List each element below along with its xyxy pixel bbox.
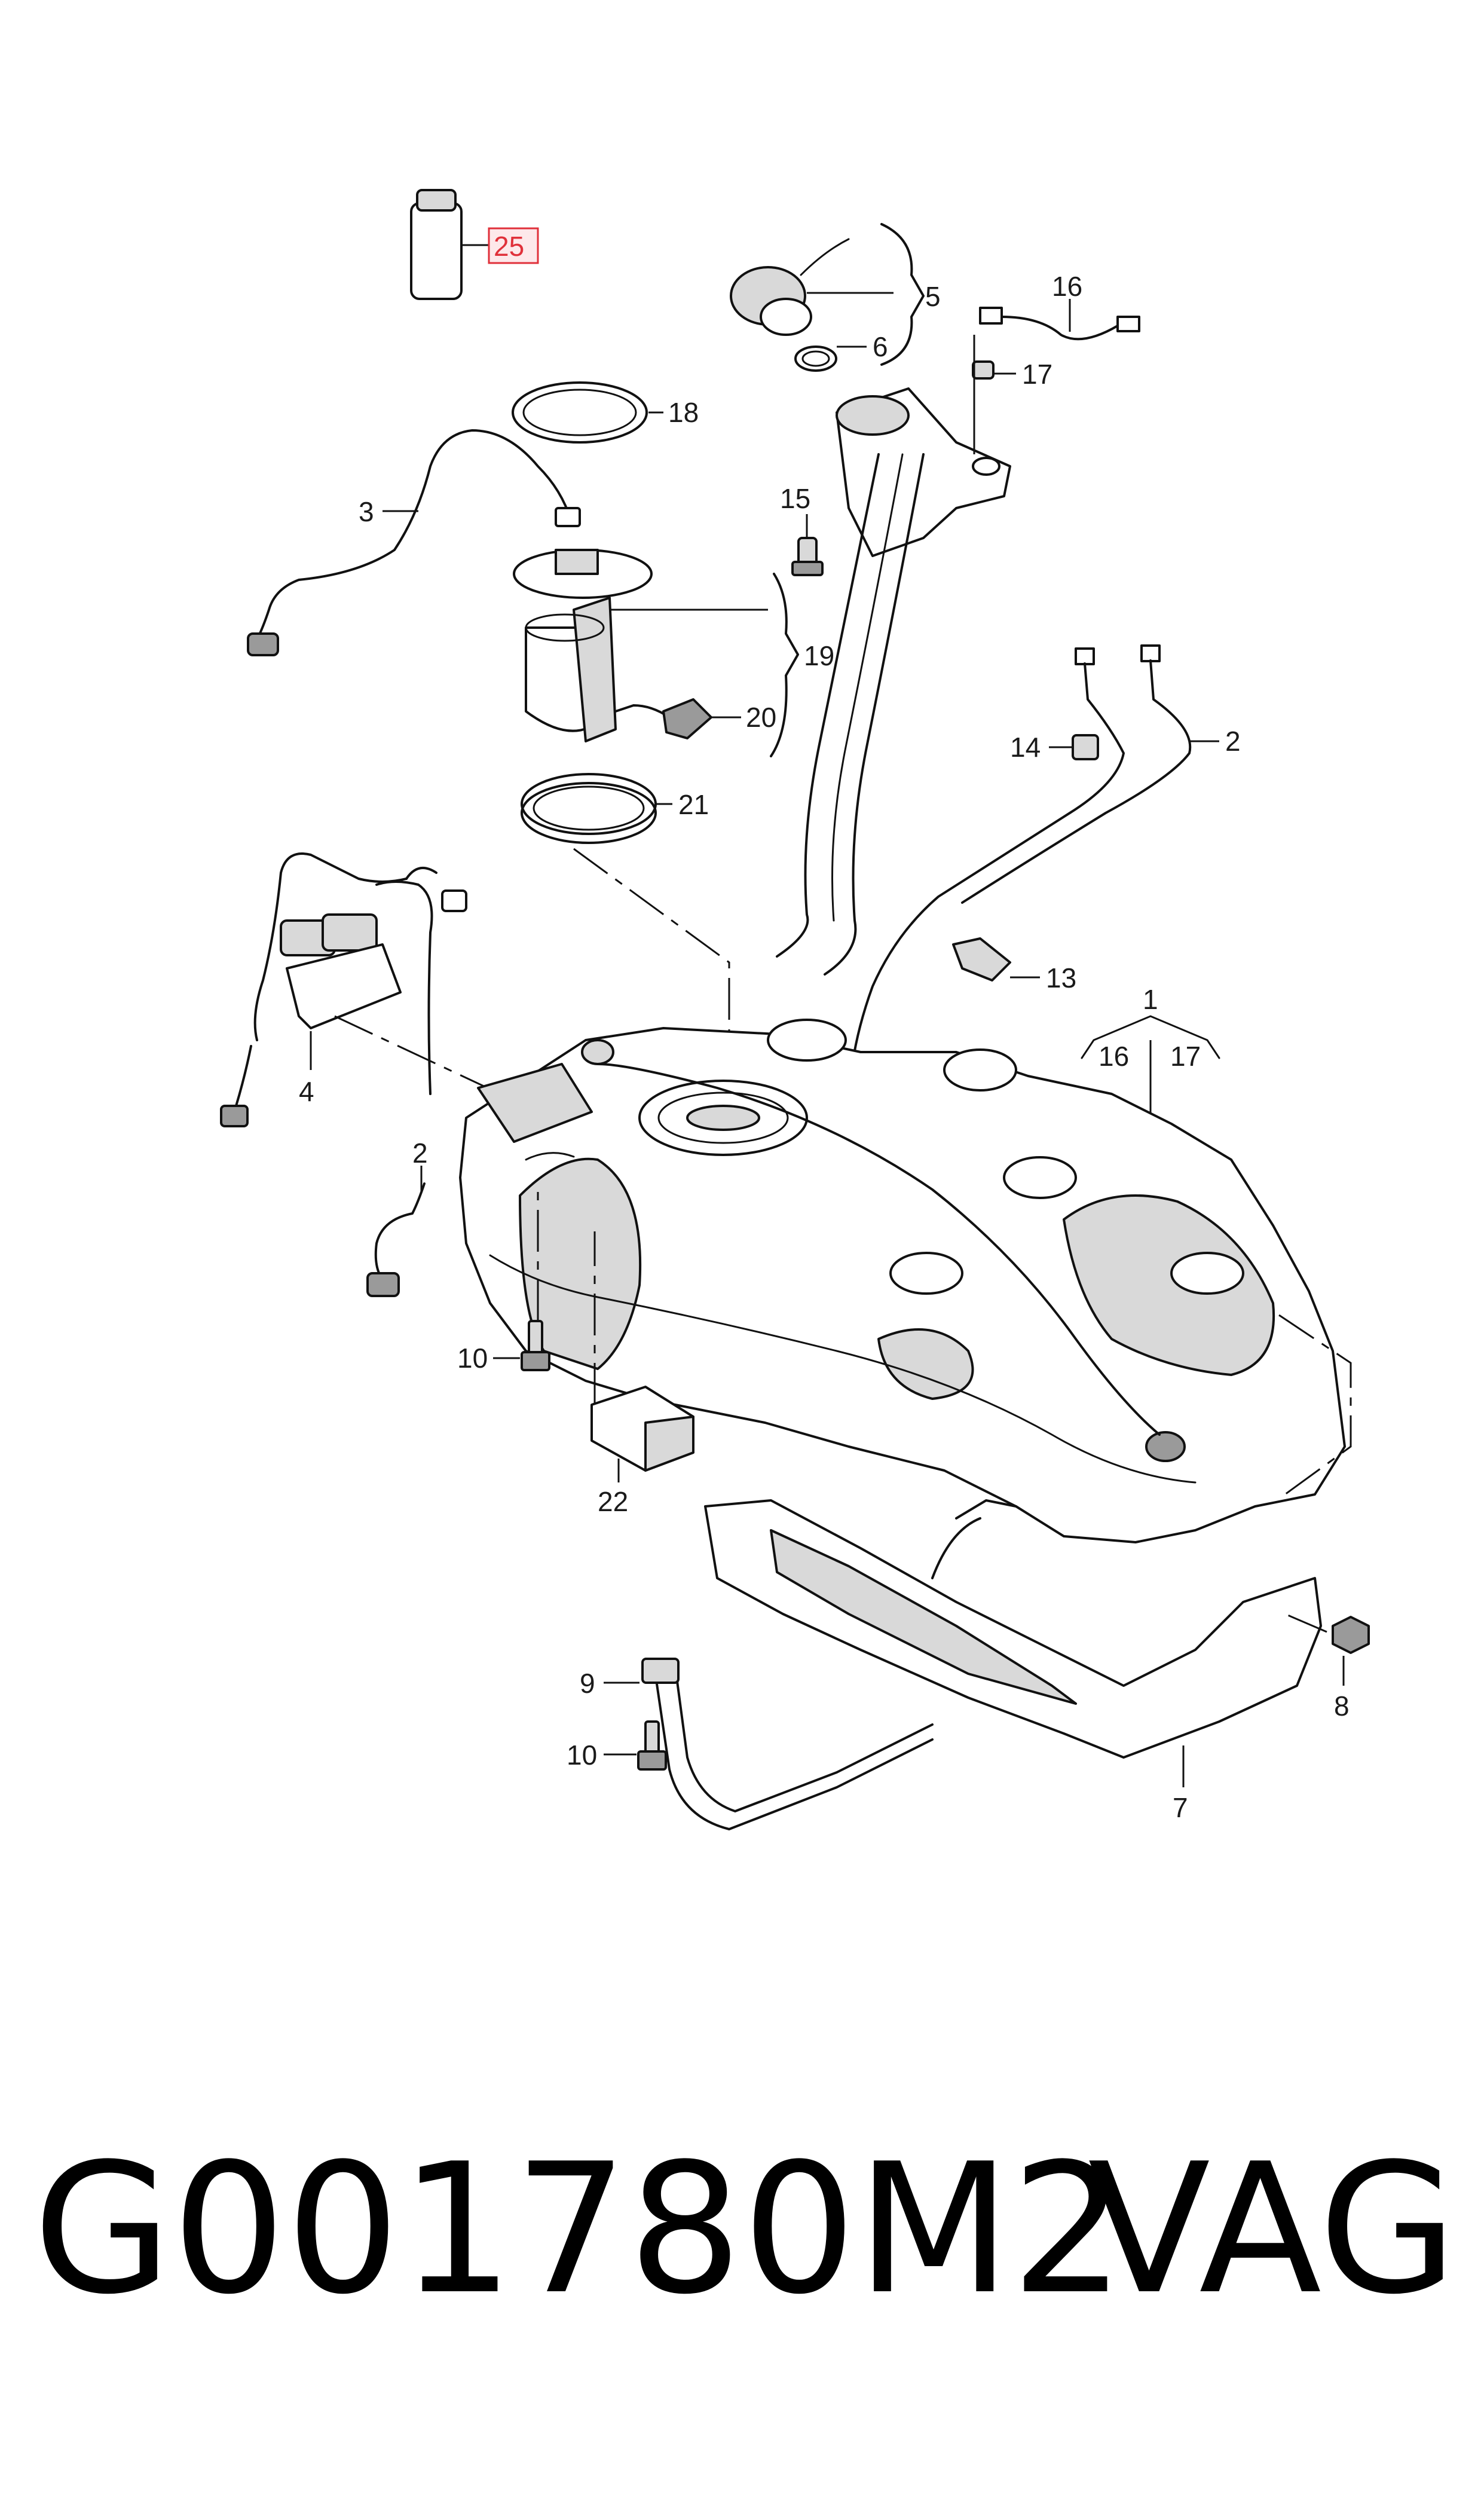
callout-7: 7 (1173, 1792, 1188, 1823)
part-5-filler-cap: 5 (730, 223, 941, 366)
callout-17-bracket: 17 (1170, 1041, 1201, 1072)
part-2-vent-line-lower: 2 (366, 1138, 428, 1297)
callout-25: 25 (494, 231, 524, 262)
callout-2-lower: 2 (412, 1138, 428, 1169)
part-20-sensor: 20 (662, 698, 776, 739)
footer: G001780M2 VAG (0, 2116, 1484, 2343)
callout-20: 20 (746, 702, 776, 733)
callout-17-top: 17 (1022, 359, 1052, 390)
part-18-lock-ring: 18 (512, 381, 699, 444)
callout-1: 1 (1143, 984, 1158, 1015)
callout-5: 5 (925, 281, 941, 312)
callout-22: 22 (598, 1486, 628, 1517)
part-4-valve-assembly: 4 (220, 852, 527, 1127)
callout-19: 19 (804, 640, 834, 671)
callout-14: 14 (1010, 732, 1041, 763)
part-21-gasket: 21 (521, 773, 709, 844)
callout-4: 4 (299, 1076, 314, 1107)
part-22-bracket: 22 (590, 1231, 694, 1517)
part-25-bottle: 25 (410, 189, 539, 300)
callout-13: 13 (1046, 962, 1076, 993)
part-1-group-label: 1 16 17 (1081, 984, 1220, 1124)
part-10-screw-lower: 10 (567, 1720, 667, 1771)
callout-21: 21 (678, 789, 709, 820)
part-2-vent-line-upper: 2 (847, 644, 1241, 1113)
part-17-grommet: 17 (972, 359, 1052, 390)
part-8-nut: 8 (1284, 1613, 1370, 1722)
callout-3: 3 (359, 496, 374, 527)
callout-25-box (488, 227, 539, 264)
callout-10-upper: 10 (457, 1343, 488, 1374)
part-7-heat-shield: 7 (704, 1499, 1322, 1823)
part-6-seal-ring: 6 (794, 331, 888, 372)
callout-16-bracket: 16 (1099, 1041, 1129, 1072)
part-15-screw: 15 (780, 483, 824, 576)
callout-16-top: 16 (1052, 271, 1082, 302)
part-9-strap: 9 (580, 1658, 934, 1830)
part-16-sensor-cable: 16 (979, 271, 1140, 341)
callout-2-upper: 2 (1225, 726, 1241, 757)
callout-8: 8 (1334, 1690, 1350, 1722)
part-14-clip: 14 (1010, 732, 1099, 763)
part-3-fuel-line: 3 (247, 429, 581, 656)
callout-9: 9 (580, 1668, 595, 1699)
part-10-screw-upper: 10 (457, 1190, 550, 1374)
filler-neck (776, 335, 1011, 976)
callout-6: 6 (873, 331, 888, 362)
part-number: G001780M2 (33, 2125, 1125, 2334)
part-19-fuel-pump: 19 (513, 549, 834, 757)
callout-18: 18 (668, 397, 699, 428)
brand-name: VAG (1088, 2125, 1458, 2334)
fuel-tank (459, 1019, 1352, 1543)
callout-10-lower: 10 (567, 1740, 597, 1771)
callout-15: 15 (780, 483, 810, 514)
part-13-clip: 13 (952, 937, 1076, 993)
